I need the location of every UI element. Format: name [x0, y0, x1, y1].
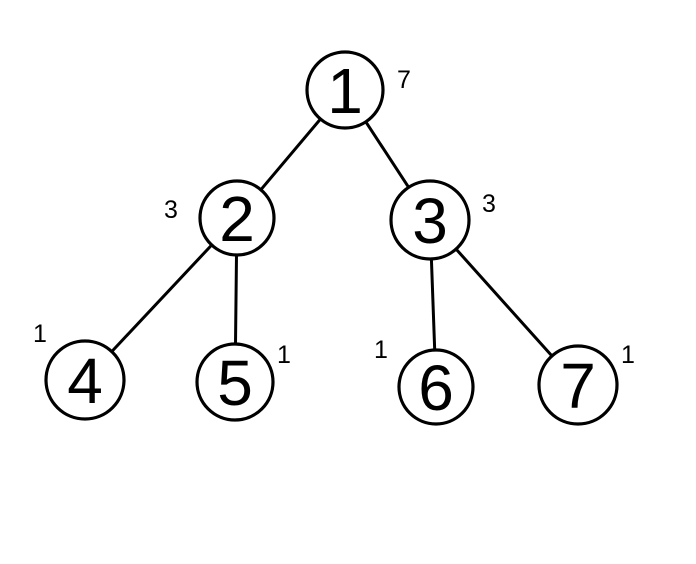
node-label-7: 7 — [560, 350, 596, 422]
node-label-4: 4 — [67, 345, 103, 417]
tree-node-2: 23 — [164, 179, 276, 257]
tree-edge-1-2 — [259, 117, 322, 192]
node-circle-3 — [389, 179, 471, 261]
tree-node-6: 61 — [374, 336, 475, 426]
node-circle-4 — [44, 339, 126, 421]
tree-edge-1-3 — [364, 120, 411, 189]
tree-edge-3-7 — [454, 247, 554, 358]
node-circle-2 — [198, 179, 276, 257]
node-label-1: 1 — [327, 55, 363, 127]
node-annotation-3: 3 — [482, 190, 496, 218]
node-label-6: 6 — [418, 352, 454, 424]
node-circle-5 — [195, 342, 275, 422]
tree-edge-2-5 — [234, 253, 238, 346]
node-annotation-2: 3 — [164, 196, 178, 224]
node-annotation-6: 1 — [374, 336, 388, 364]
node-label-2: 2 — [219, 183, 255, 255]
tree-edge-3-6 — [429, 257, 437, 352]
node-label-3: 3 — [412, 185, 448, 257]
node-circle-7 — [537, 344, 619, 426]
node-annotation-7: 1 — [621, 341, 635, 369]
node-annotation-1: 7 — [397, 66, 411, 94]
node-annotation-5: 1 — [277, 341, 291, 369]
node-circle-1 — [305, 50, 385, 130]
node-annotation-4: 1 — [33, 320, 47, 348]
node-label-5: 5 — [217, 347, 253, 419]
node-circle-6 — [397, 348, 475, 426]
tree-node-4: 41 — [33, 320, 126, 421]
edges-layer — [110, 117, 554, 358]
tree-edge-2-4 — [110, 243, 214, 354]
